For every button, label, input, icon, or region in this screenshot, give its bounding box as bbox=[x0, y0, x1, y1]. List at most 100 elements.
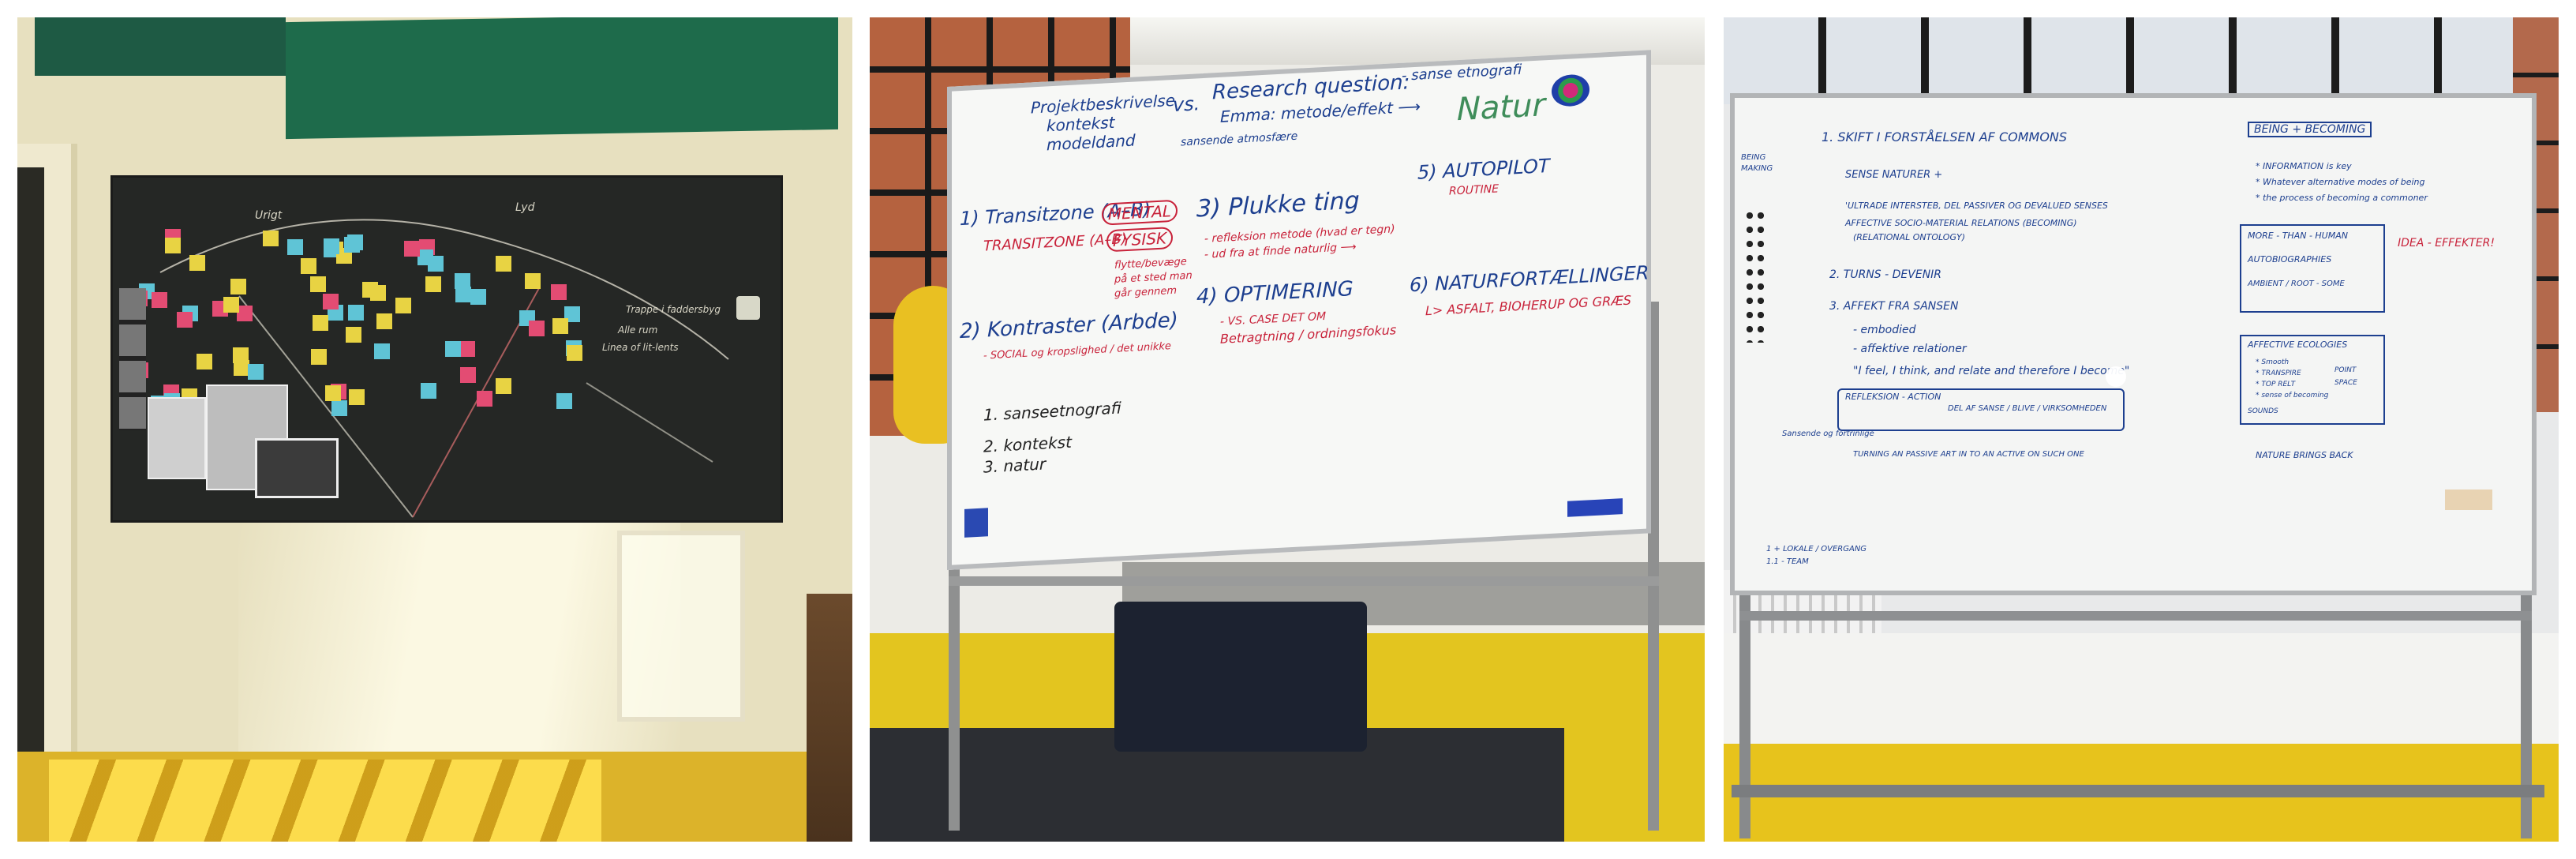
pinned-photo bbox=[119, 288, 146, 430]
chalk-label: Alle rum bbox=[618, 324, 658, 336]
sticky-note bbox=[287, 238, 304, 255]
photo-blackboard-wall: Urigt Lyd Trappe i faddersbyg Alle rum L… bbox=[17, 17, 852, 842]
board-text: AUTOBIOGRAPHIES bbox=[2248, 254, 2332, 264]
board-text: - embodied bbox=[1853, 324, 1916, 336]
sticky-note bbox=[349, 389, 365, 406]
doorway-shadow bbox=[17, 167, 44, 752]
board-text: * TOP RELT bbox=[2256, 381, 2296, 388]
sticky-note bbox=[310, 348, 327, 365]
board-text: IDEA - EFFEKTER! bbox=[2398, 237, 2495, 249]
photo-whiteboard-research: Projektbeskrivelse kontekst modeldand vs… bbox=[870, 17, 1705, 842]
board-text: 3) Plukke ting bbox=[1196, 186, 1360, 223]
board-text: 5) AUTOPILOT bbox=[1417, 154, 1550, 184]
board-stand bbox=[1739, 531, 1750, 838]
board-text: MENTAL bbox=[1102, 199, 1178, 226]
green-hanging-right bbox=[286, 17, 838, 140]
glare bbox=[2106, 366, 2126, 387]
sticky-note bbox=[496, 377, 512, 394]
marker-tray-magnets bbox=[1567, 498, 1623, 517]
sticky-note bbox=[248, 364, 264, 381]
board-text: * INFORMATION is key bbox=[2256, 161, 2352, 171]
sticky-note bbox=[347, 304, 364, 321]
pinned-photo bbox=[148, 397, 206, 479]
magnets bbox=[1744, 208, 1765, 343]
board-text: BEING bbox=[1741, 153, 1766, 162]
board-text: 3. natur bbox=[983, 454, 1046, 477]
magnets bbox=[1552, 73, 1589, 107]
whiteboard: Projektbeskrivelse kontekst modeldand vs… bbox=[947, 50, 1651, 571]
board-box bbox=[2240, 224, 2385, 313]
chair bbox=[807, 594, 852, 842]
whiteboard: BEING MAKING 1. SKIFT I FORSTÅELSEN AF C… bbox=[1730, 93, 2537, 595]
board-text: AMBIENT / ROOT - SOME bbox=[2248, 279, 2345, 288]
sticky-note bbox=[556, 393, 573, 410]
board-box bbox=[2240, 335, 2385, 425]
sticky-note bbox=[460, 366, 477, 383]
board-box bbox=[1837, 388, 2125, 431]
board-text: - refleksion metode (hvad er tegn) bbox=[1204, 223, 1395, 246]
sticky-note bbox=[566, 344, 582, 361]
board-text: TRANSITZONE (A–B) bbox=[983, 231, 1127, 255]
sticky-note bbox=[524, 272, 541, 289]
photo-whiteboard-becoming: BEING MAKING 1. SKIFT I FORSTÅELSEN AF C… bbox=[1724, 17, 2559, 842]
sticky-note bbox=[165, 237, 182, 253]
sticky-note bbox=[550, 283, 567, 300]
board-text: SOUNDS bbox=[2248, 407, 2278, 415]
sticky-note bbox=[529, 321, 545, 337]
board-text: 2. kontekst bbox=[983, 432, 1072, 456]
board-text: MORE - THAN - HUMAN bbox=[2248, 231, 2348, 241]
sticky-note bbox=[425, 276, 442, 292]
sticky-note bbox=[344, 236, 361, 253]
board-rail bbox=[949, 576, 1659, 586]
board-text: 1.1 - TEAM bbox=[1766, 557, 1809, 566]
sticky-note bbox=[476, 391, 492, 407]
board-text: MAKING bbox=[1741, 164, 1773, 173]
window-light-patch bbox=[617, 531, 745, 722]
sticky-note bbox=[454, 273, 470, 290]
board-text: - sanse etnografi bbox=[1402, 61, 1522, 84]
board-text: * sense of becoming bbox=[2256, 392, 2329, 399]
board-text: TURNING AN PASSIVE ART IN TO AN ACTIVE O… bbox=[1853, 450, 2084, 459]
sticky-note bbox=[177, 311, 193, 328]
sticky-note bbox=[361, 282, 378, 298]
sticky-note bbox=[232, 347, 249, 363]
magnets bbox=[736, 296, 760, 320]
green-hanging-left bbox=[35, 17, 286, 76]
eraser bbox=[964, 508, 988, 538]
board-text: 1. SKIFT I FORSTÅELSEN AF COMMONS bbox=[1822, 129, 2068, 144]
sticky-note bbox=[445, 341, 462, 357]
board-text: 4) OPTIMERING bbox=[1196, 277, 1354, 309]
sticky-note bbox=[300, 258, 316, 275]
board-text: NATURE BRINGS BACK bbox=[2256, 450, 2353, 460]
board-text: 'ULTRADE INTERSTEB, DEL PASSIVER OG DEVA… bbox=[1845, 201, 2108, 211]
sticky-note bbox=[470, 288, 486, 305]
board-text: 2) Kontraster (Arbde) bbox=[960, 308, 1178, 344]
sticky-note bbox=[323, 293, 339, 309]
sticky-note bbox=[233, 359, 249, 376]
sticky-note bbox=[230, 279, 246, 295]
sticky-note bbox=[197, 353, 213, 369]
board-text: 2. TURNS - DEVENIR bbox=[1829, 268, 1942, 281]
sticky-note bbox=[310, 276, 327, 293]
board-text: Natur bbox=[1457, 87, 1545, 129]
board-text: * TRANSPIRE bbox=[2256, 369, 2301, 377]
board-text: POINT bbox=[2334, 366, 2357, 374]
chair-back bbox=[1114, 602, 1367, 752]
sticky-note bbox=[496, 255, 512, 272]
board-text: ROUTINE bbox=[1449, 182, 1499, 198]
chalk-label: Lyd bbox=[515, 201, 535, 214]
sticky-note bbox=[404, 240, 421, 257]
board-text: 3. AFFEKT FRA SANSEN bbox=[1829, 300, 1959, 313]
floor-sunlight bbox=[49, 760, 601, 842]
chalk-lines bbox=[159, 219, 729, 518]
sticky-note bbox=[263, 230, 279, 246]
eraser bbox=[2445, 490, 2492, 510]
sticky-note bbox=[376, 313, 392, 330]
sticky-note bbox=[395, 298, 411, 314]
pinned-photo bbox=[255, 438, 339, 498]
board-text: - SOCIAL og kropslighed / det unikke bbox=[983, 340, 1171, 362]
board-text: (RELATIONAL ONTOLOGY) bbox=[1853, 232, 1965, 242]
chalk-label: Trappe i faddersbyg bbox=[626, 304, 721, 315]
board-text: * the process of becoming a commoner bbox=[2256, 193, 2428, 203]
board-text: 1. sanseetnografi bbox=[983, 398, 1121, 425]
